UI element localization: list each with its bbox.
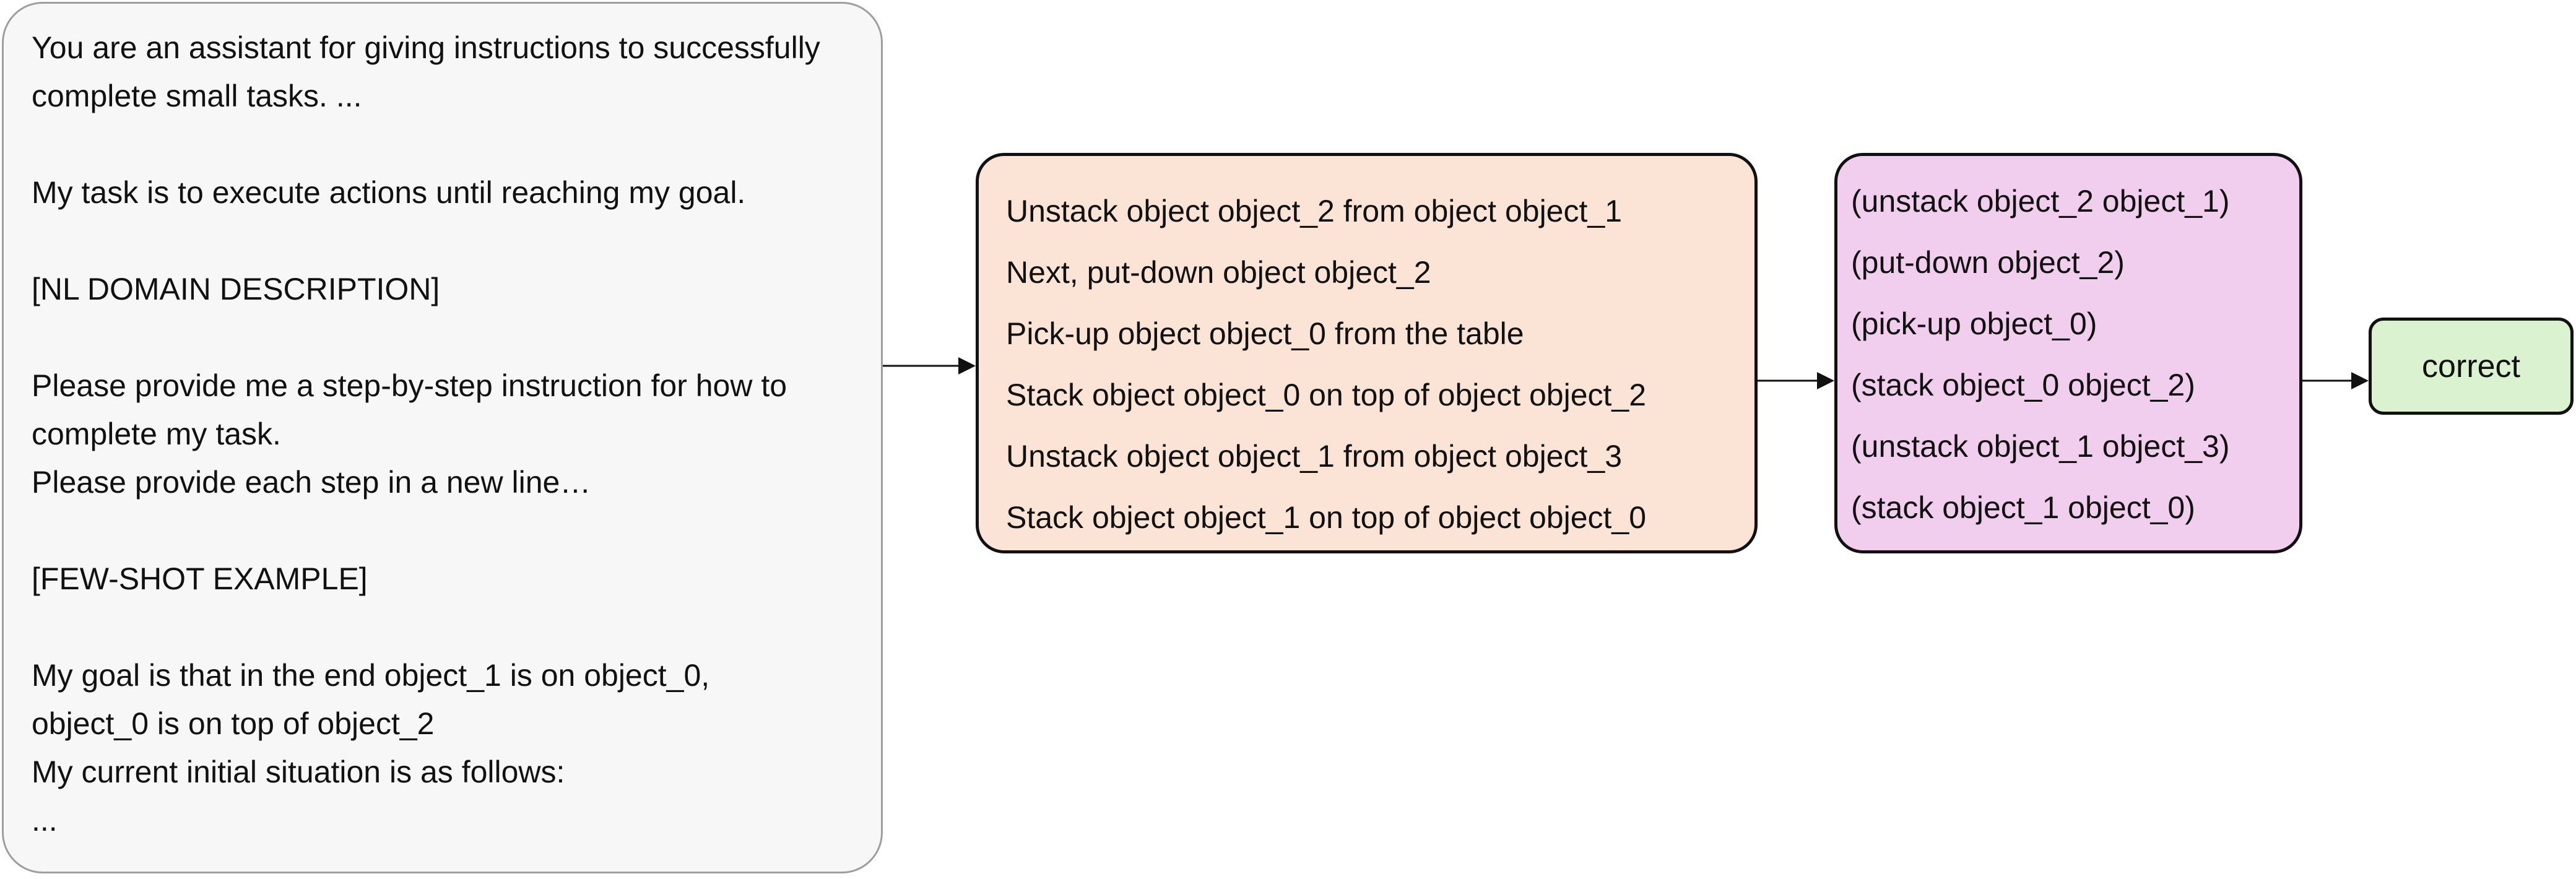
prompt-line: My goal is that in the end object_1 is o…	[32, 658, 710, 693]
pddl-plan-step: (unstack object_1 object_3)	[1851, 429, 2230, 464]
prompt-line: You are an assistant for giving instruct…	[32, 30, 820, 65]
prompt-line: ...	[32, 803, 58, 838]
arrow-nl-plan-to-pddl-plan	[1758, 372, 1834, 389]
prompt-line: My task is to execute actions until reac…	[32, 175, 746, 210]
result-box: correct	[2369, 318, 2574, 415]
arrow-prompt-to-nl-plan	[883, 357, 976, 375]
pddl-plan-step: (stack object_1 object_0)	[1851, 490, 2195, 525]
result-label: correct	[2422, 348, 2520, 384]
pddl-plan-step: (unstack object_2 object_1)	[1851, 184, 2230, 219]
prompt-line: [NL DOMAIN DESCRIPTION]	[32, 272, 440, 306]
prompt-line: complete my task.	[32, 417, 281, 451]
pddl-plan-step: (pick-up object_0)	[1851, 306, 2097, 341]
prompt-line: Please provide each step in a new line…	[32, 465, 591, 500]
pddl-plan-step: (put-down object_2)	[1851, 245, 2125, 280]
prompt-line: My current initial situation is as follo…	[32, 755, 565, 789]
prompt-line: object_0 is on top of object_2	[32, 706, 435, 741]
prompt-line: Please provide me a step-by-step instruc…	[32, 368, 787, 403]
nl-plan-step: Unstack object object_1 from object obje…	[1006, 439, 1622, 474]
nl-plan-step: Stack object object_1 on top of object o…	[1006, 500, 1647, 535]
nl-plan-step: Next, put-down object object_2	[1006, 255, 1431, 290]
pddl-plan-step: (stack object_0 object_2)	[1851, 368, 2195, 402]
nl-plan-box: Unstack object object_2 from object obje…	[976, 153, 1758, 553]
nl-plan-step: Pick-up object object_0 from the table	[1006, 316, 1524, 351]
nl-plan-step: Unstack object object_2 from object obje…	[1006, 194, 1622, 228]
pddl-plan-box: (unstack object_2 object_1) (put-down ob…	[1834, 153, 2302, 553]
prompt-line: complete small tasks. ...	[32, 79, 362, 113]
prompt-box: You are an assistant for giving instruct…	[2, 2, 883, 873]
arrow-pddl-plan-to-result	[2302, 372, 2369, 389]
prompt-line: [FEW-SHOT EXAMPLE]	[32, 561, 368, 596]
nl-plan-step: Stack object object_0 on top of object o…	[1006, 378, 1647, 412]
